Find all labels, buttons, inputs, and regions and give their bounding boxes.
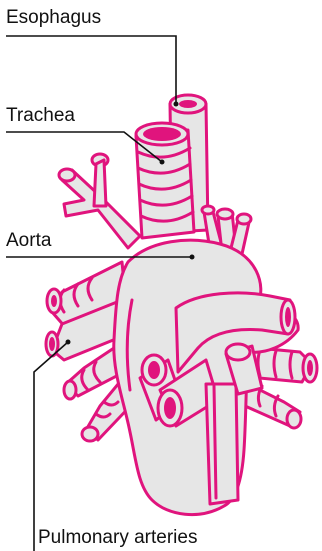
label-esophagus: Esophagus <box>6 8 101 27</box>
trachea-tube <box>136 123 194 238</box>
label-trachea: Trachea <box>6 106 75 125</box>
label-aorta: Aorta <box>6 231 51 250</box>
descending-vessel <box>206 384 238 504</box>
label-pulmonary-arteries: Pulmonary arteries <box>38 528 197 547</box>
